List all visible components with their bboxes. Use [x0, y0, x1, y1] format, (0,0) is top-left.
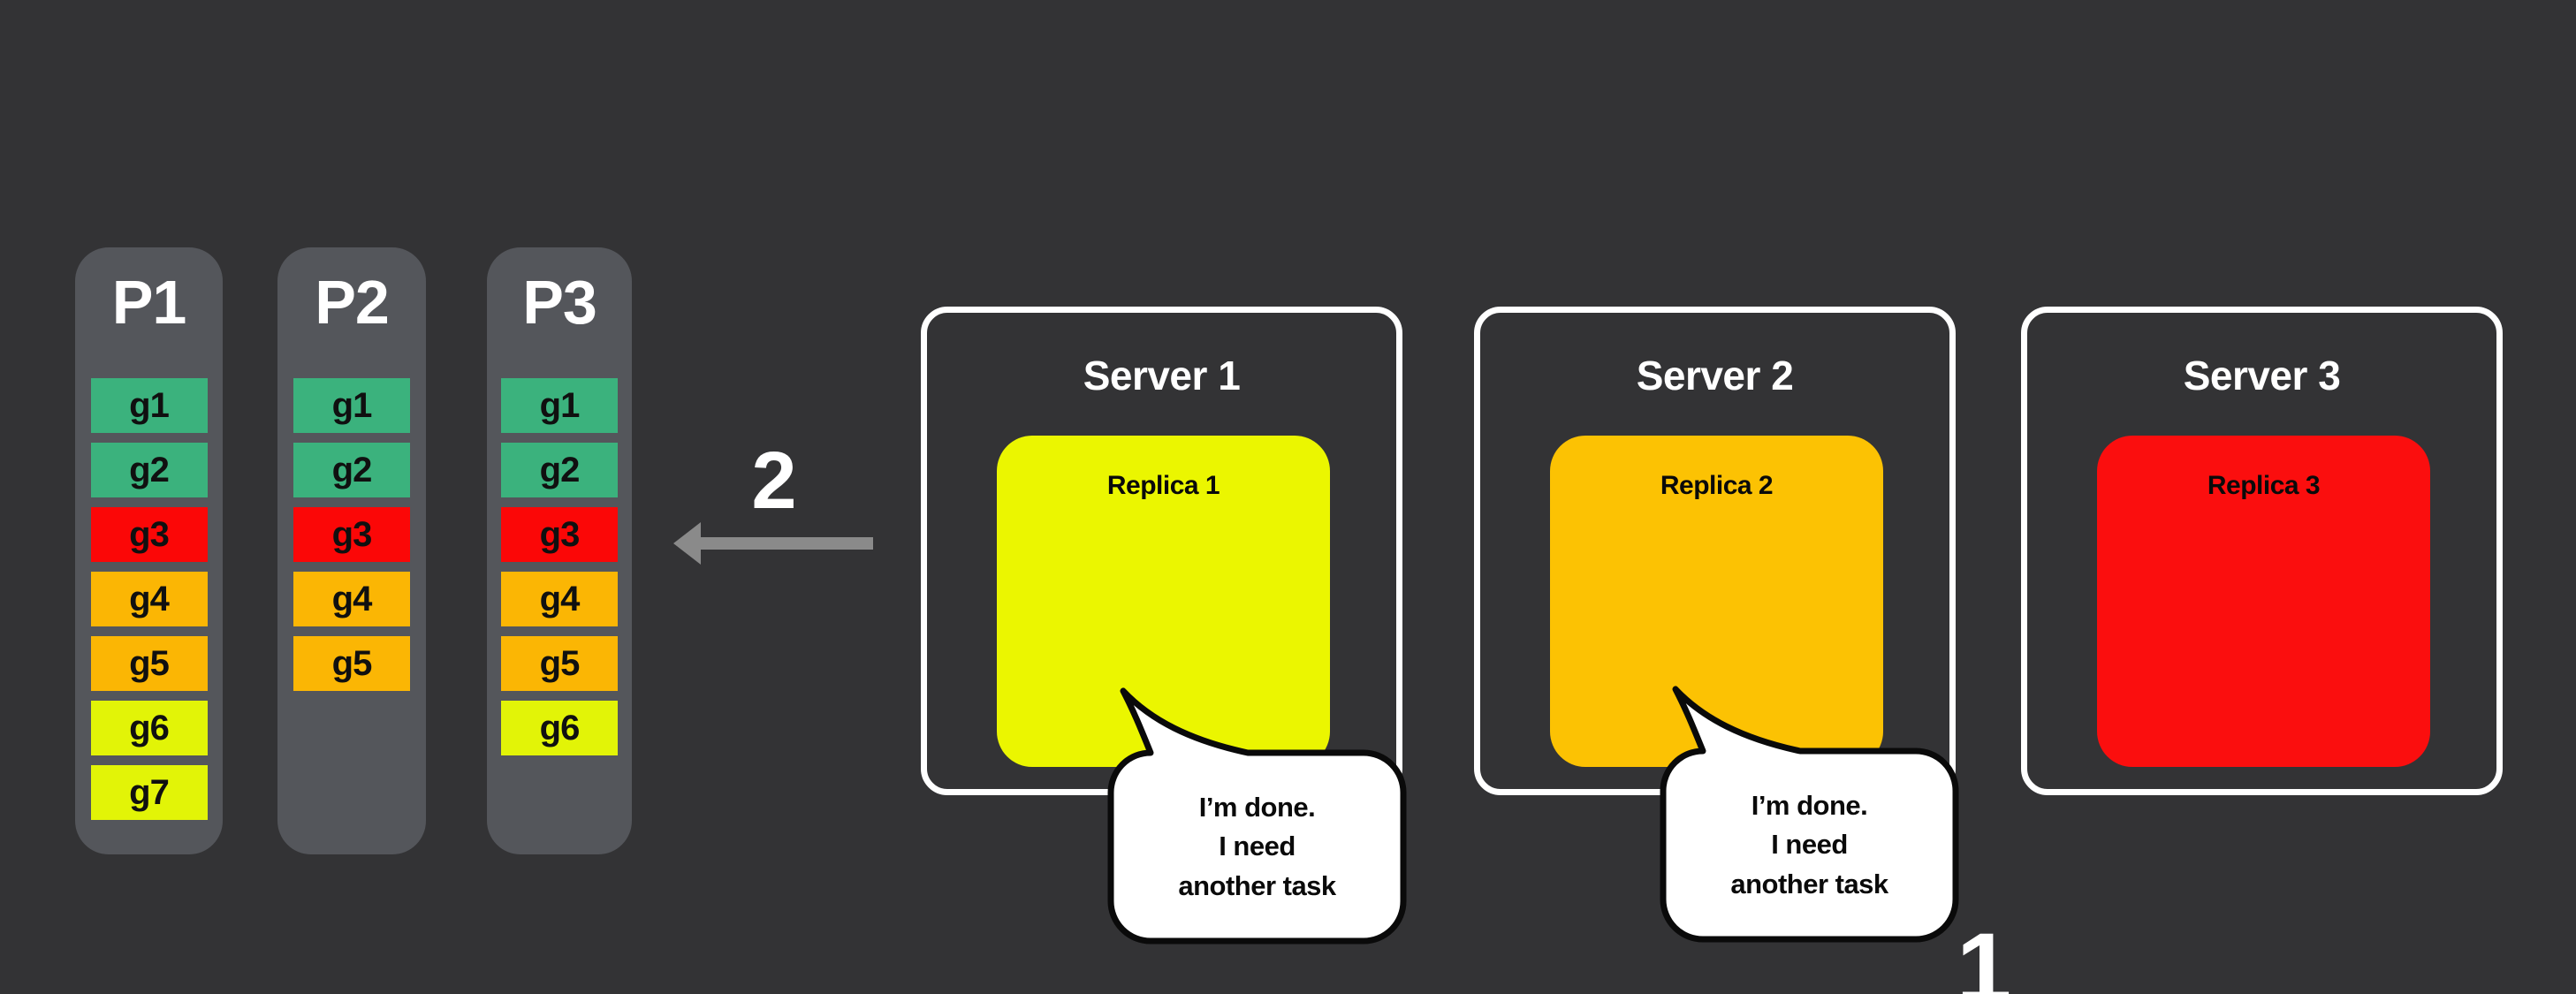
task-chip-g5: g5 [90, 636, 208, 691]
task-chip-g2: g2 [293, 443, 410, 497]
server-3-box: Server 3 Replica 3 [2021, 307, 2503, 795]
partition-column-p3: P3 g1 g2 g3 g4 g5 g6 [487, 247, 632, 854]
task-chip-g6: g6 [90, 701, 208, 755]
task-chip-g7: g7 [90, 765, 208, 820]
replica-2-label: Replica 2 [1660, 471, 1774, 500]
task-chip-g1: g1 [293, 378, 410, 433]
replica-3-label: Replica 3 [2207, 471, 2321, 500]
partition-column-p1: P1 g1 g2 g3 g4 g5 g6 g7 [75, 247, 223, 854]
speech-bubble-2-shape [1660, 686, 1959, 943]
bubble-2-line-2: I need [1771, 829, 1848, 861]
bubble-1-line-2: I need [1219, 831, 1296, 862]
task-chip-g5: g5 [293, 636, 410, 691]
bubble-2-line-3: another task [1730, 868, 1888, 899]
partition-title-p2: P2 [315, 268, 390, 337]
task-chip-g6: g6 [501, 701, 618, 755]
partition-column-p2: P2 g1 g2 g3 g4 g5 [277, 247, 426, 854]
replica-1-label: Replica 1 [1106, 471, 1220, 500]
task-chip-g4: g4 [90, 572, 208, 626]
partition-title-p1: P1 [111, 268, 187, 337]
task-chip-g5: g5 [501, 636, 618, 691]
server-2-title: Server 2 [1636, 353, 1794, 398]
server-1-title: Server 1 [1083, 353, 1241, 398]
arrow-left-shape [673, 522, 873, 565]
speech-bubble-1-shape [1107, 687, 1407, 945]
task-chip-g1: g1 [501, 378, 618, 433]
task-chip-g3: g3 [501, 507, 618, 562]
step-2-label: 2 [751, 436, 797, 526]
task-stack-p2: g1 g2 g3 g4 g5 [277, 378, 426, 701]
speech-bubble-2-text: I’m done. I need another task [1663, 751, 1956, 939]
server-1-box: Server 1 Replica 1 [921, 307, 1402, 795]
transfer-arrow-icon [673, 522, 873, 565]
task-stack-p3: g1 g2 g3 g4 g5 g6 [487, 378, 632, 765]
task-chip-g3: g3 [90, 507, 208, 562]
replica-3-box: Replica 3 [2097, 436, 2430, 767]
task-chip-g1: g1 [90, 378, 208, 433]
speech-bubble-1 [1107, 687, 1407, 945]
step-1-label: 1 [1956, 913, 2012, 994]
speech-bubble-2 [1660, 686, 1959, 943]
server-3-title: Server 3 [2183, 353, 2341, 398]
task-chip-g2: g2 [90, 443, 208, 497]
bubble-1-line-1: I’m done. [1198, 792, 1316, 823]
task-chip-g3: g3 [293, 507, 410, 562]
bubble-1-line-3: another task [1178, 869, 1336, 901]
bubble-2-line-1: I’m done. [1751, 790, 1868, 822]
speech-bubble-1-text: I’m done. I need another task [1111, 753, 1403, 941]
task-chip-g4: g4 [293, 572, 410, 626]
partition-title-p3: P3 [522, 268, 597, 337]
task-stack-p1: g1 g2 g3 g4 g5 g6 g7 [75, 378, 223, 830]
task-chip-g2: g2 [501, 443, 618, 497]
replica-1-box: Replica 1 [997, 436, 1330, 767]
task-chip-g4: g4 [501, 572, 618, 626]
replica-2-box: Replica 2 [1550, 436, 1883, 767]
